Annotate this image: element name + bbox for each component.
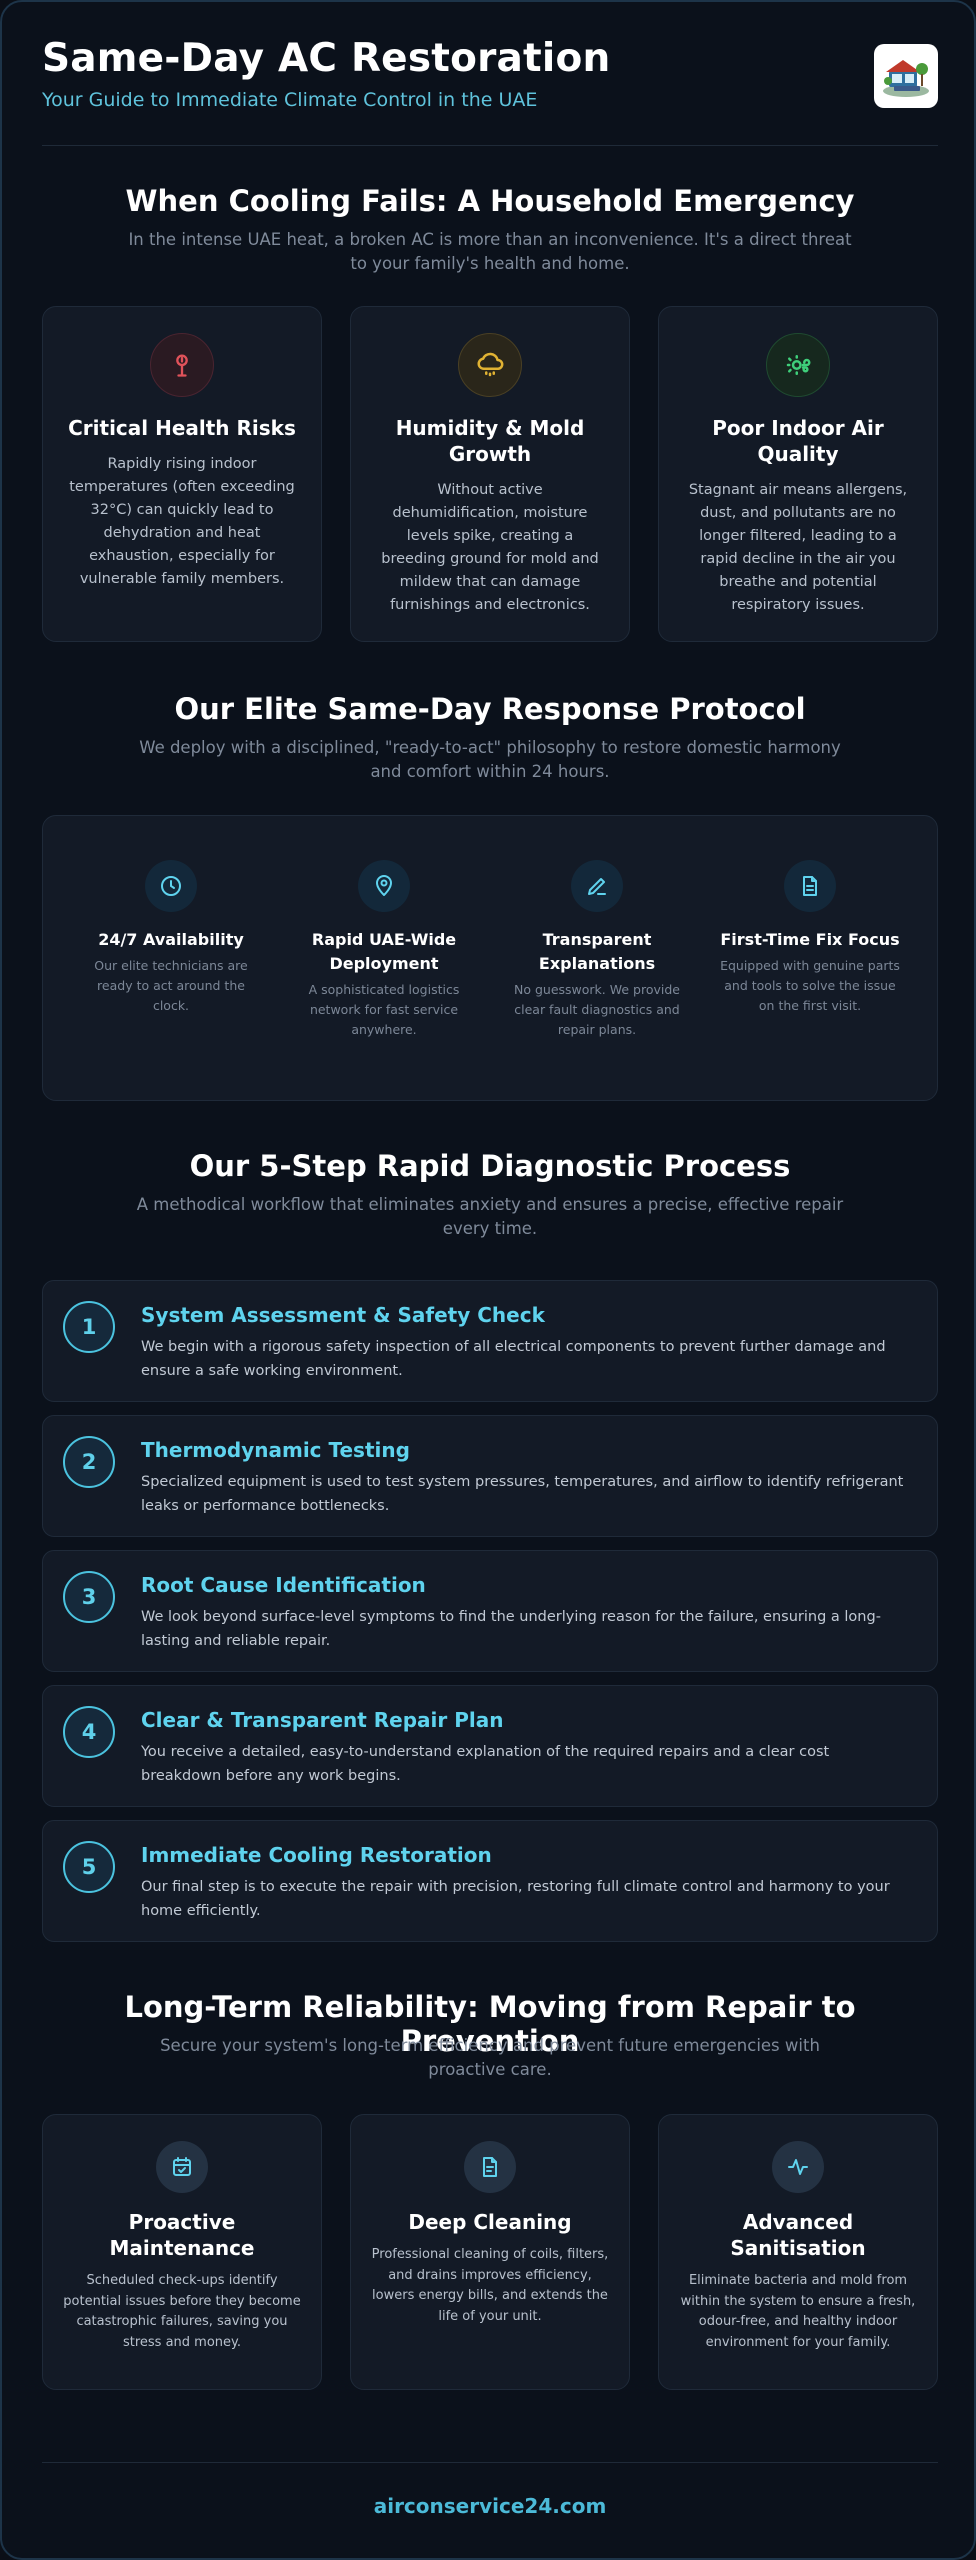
process-step: 1 System Assessment & Safety Check We be… xyxy=(42,1280,938,1402)
card-text: Eliminate bacteria and mold from within … xyxy=(680,2273,916,2350)
card-advanced-sanitisation: Advanced Sanitisation Eliminate bacteria… xyxy=(658,2114,938,2390)
process-step: 2 Thermodynamic Testing Specialized equi… xyxy=(42,1415,938,1537)
card-humidity-mold: Humidity & Mold Growth Without active de… xyxy=(350,306,630,642)
protocol-item-availability: 24/7 Availability Our elite technicians … xyxy=(81,860,261,1016)
protocol-item-text: Equipped with genuine parts and tools to… xyxy=(720,958,900,1013)
cloud-drizzle-icon xyxy=(458,333,522,397)
clock-icon xyxy=(145,860,197,912)
protocol-item-title: Transparent Explanations xyxy=(538,930,656,973)
activity-icon xyxy=(772,2141,824,2193)
protocol-title: Our Elite Same-Day Response Protocol xyxy=(174,692,806,726)
prevention-subtitle: Secure your system's long-term efficienc… xyxy=(160,2036,820,2079)
protocol-item-deployment: Rapid UAE-Wide Deployment A sophisticate… xyxy=(294,860,474,1040)
card-text: Stagnant air means allergens, dust, and … xyxy=(688,482,908,613)
footer-divider xyxy=(42,2462,938,2463)
protocol-item-title: 24/7 Availability xyxy=(98,930,244,949)
card-text: Scheduled check-ups identify potential i… xyxy=(63,2273,301,2350)
card-title: Humidity & Mold Growth xyxy=(395,416,585,466)
card-text: Without active dehumidification, moistur… xyxy=(381,482,599,613)
air-quality-icon xyxy=(766,333,830,397)
file-cleaning-icon xyxy=(464,2141,516,2193)
protocol-item-text: Our elite technicians are ready to act a… xyxy=(94,958,248,1013)
calendar-check-icon xyxy=(156,2141,208,2193)
step-title: Thermodynamic Testing xyxy=(141,1438,410,1462)
step-title: System Assessment & Safety Check xyxy=(141,1303,545,1327)
protocol-item-text: No guesswork. We provide clear fault dia… xyxy=(514,982,680,1037)
card-title: Critical Health Risks xyxy=(68,416,296,440)
prevention-title: Long-Term Reliability: Moving from Repai… xyxy=(124,1990,856,2058)
process-title: Our 5-Step Rapid Diagnostic Process xyxy=(189,1149,791,1183)
step-number: 3 xyxy=(63,1571,115,1623)
card-text: Rapidly rising indoor temperatures (ofte… xyxy=(69,456,295,587)
step-text: Specialized equipment is used to test sy… xyxy=(141,1474,904,1514)
card-title: Advanced Sanitisation xyxy=(730,2210,866,2260)
protocol-item-explanations: Transparent Explanations No guesswork. W… xyxy=(507,860,687,1040)
protocol-item-title: Rapid UAE-Wide Deployment xyxy=(311,930,457,973)
step-text: We look beyond surface-level symptoms to… xyxy=(141,1609,881,1649)
process-step: 5 Immediate Cooling Restoration Our fina… xyxy=(42,1820,938,1942)
card-title: Poor Indoor Air Quality xyxy=(712,416,884,466)
protocol-subtitle: We deploy with a disciplined, "ready-to-… xyxy=(139,738,841,781)
card-text: Professional cleaning of coils, filters,… xyxy=(371,2247,609,2324)
card-proactive-maintenance: Proactive Maintenance Scheduled check-up… xyxy=(42,2114,322,2390)
step-number: 5 xyxy=(63,1841,115,1893)
card-deep-cleaning: Deep Cleaning Professional cleaning of c… xyxy=(350,2114,630,2390)
process-step: 4 Clear & Transparent Repair Plan You re… xyxy=(42,1685,938,1807)
card-title: Deep Cleaning xyxy=(408,2210,572,2234)
page-subtitle: Your Guide to Immediate Climate Control … xyxy=(42,89,538,111)
step-title: Clear & Transparent Repair Plan xyxy=(141,1708,504,1732)
footer-website-link[interactable]: airconservice24.com xyxy=(373,2494,607,2518)
step-number: 4 xyxy=(63,1706,115,1758)
step-number: 1 xyxy=(63,1301,115,1353)
thermometer-icon xyxy=(150,333,214,397)
emergency-subtitle: In the intense UAE heat, a broken AC is … xyxy=(128,230,852,273)
step-number: 2 xyxy=(63,1436,115,1488)
step-text: You receive a detailed, easy-to-understa… xyxy=(141,1744,830,1784)
map-pin-icon xyxy=(358,860,410,912)
process-subtitle: A methodical workflow that eliminates an… xyxy=(136,1195,844,1238)
page-title: Same-Day AC Restoration xyxy=(42,36,611,81)
protocol-item-title: First-Time Fix Focus xyxy=(720,930,900,949)
card-title: Proactive Maintenance xyxy=(109,2210,255,2260)
step-title: Immediate Cooling Restoration xyxy=(141,1843,492,1867)
header: Same-Day AC Restoration Your Guide to Im… xyxy=(42,36,938,146)
protocol-item-first-time-fix: First-Time Fix Focus Equipped with genui… xyxy=(720,860,900,1016)
pencil-icon xyxy=(571,860,623,912)
process-step: 3 Root Cause Identification We look beyo… xyxy=(42,1550,938,1672)
protocol-item-text: A sophisticated logistics network for fa… xyxy=(308,982,460,1037)
protocol-panel: 24/7 Availability Our elite technicians … xyxy=(42,815,938,1101)
logo-icon xyxy=(883,60,929,97)
emergency-title: When Cooling Fails: A Household Emergenc… xyxy=(125,184,855,218)
step-text: We begin with a rigorous safety inspecti… xyxy=(141,1339,886,1379)
document-icon xyxy=(784,860,836,912)
card-air-quality: Poor Indoor Air Quality Stagnant air mea… xyxy=(658,306,938,642)
step-text: Our final step is to execute the repair … xyxy=(141,1879,890,1919)
step-title: Root Cause Identification xyxy=(141,1573,426,1597)
card-health-risks: Critical Health Risks Rapidly rising ind… xyxy=(42,306,322,642)
company-logo[interactable] xyxy=(874,44,938,108)
